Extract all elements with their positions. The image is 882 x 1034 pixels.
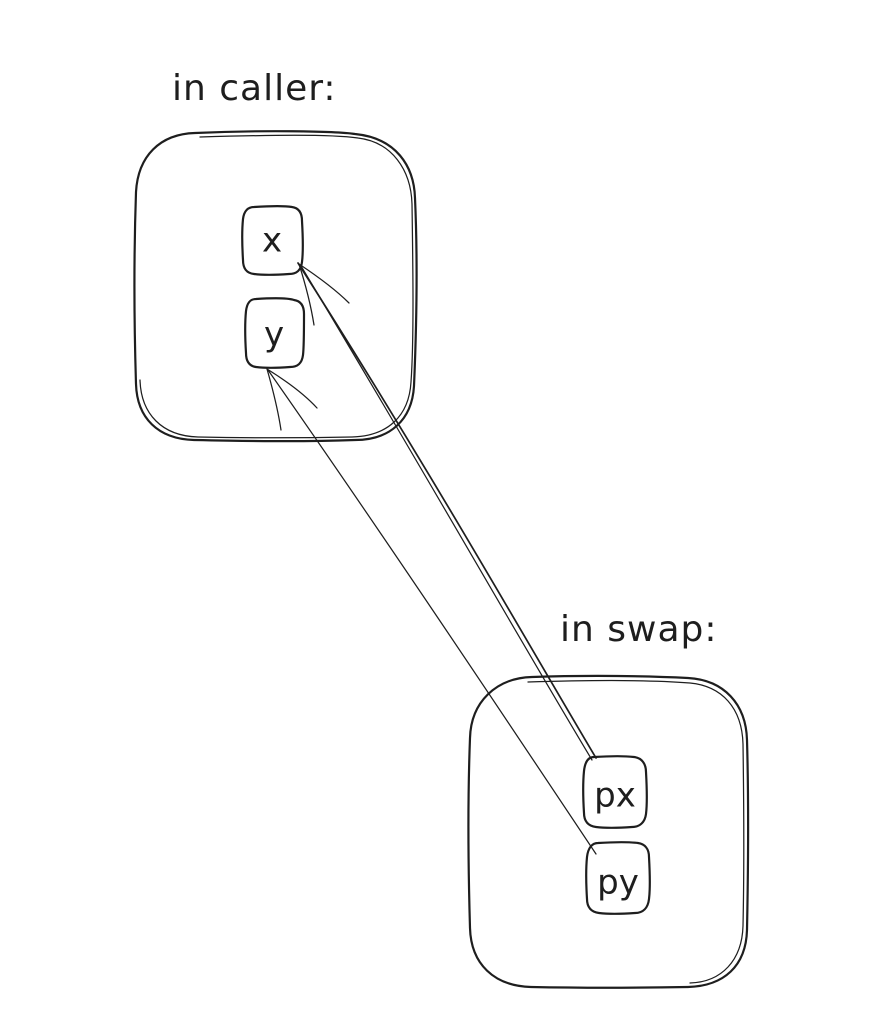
- pointer-arrow-py-to-y: [266, 368, 597, 855]
- swap-frame-title: in swap:: [560, 609, 718, 650]
- cell-py-label: py: [597, 863, 639, 903]
- cell-y: y: [244, 297, 306, 369]
- cell-py: py: [585, 841, 651, 915]
- swap-frame-box: [467, 674, 750, 989]
- cell-y-label: y: [264, 315, 284, 355]
- caller-frame-box: [133, 130, 418, 443]
- cell-x-label: x: [262, 221, 282, 261]
- cell-px-label: px: [594, 776, 636, 816]
- caller-frame-title: in caller:: [172, 68, 337, 109]
- cell-px: px: [582, 755, 648, 829]
- cell-x: x: [241, 205, 304, 276]
- pointer-arrow-px-to-x: [297, 262, 597, 761]
